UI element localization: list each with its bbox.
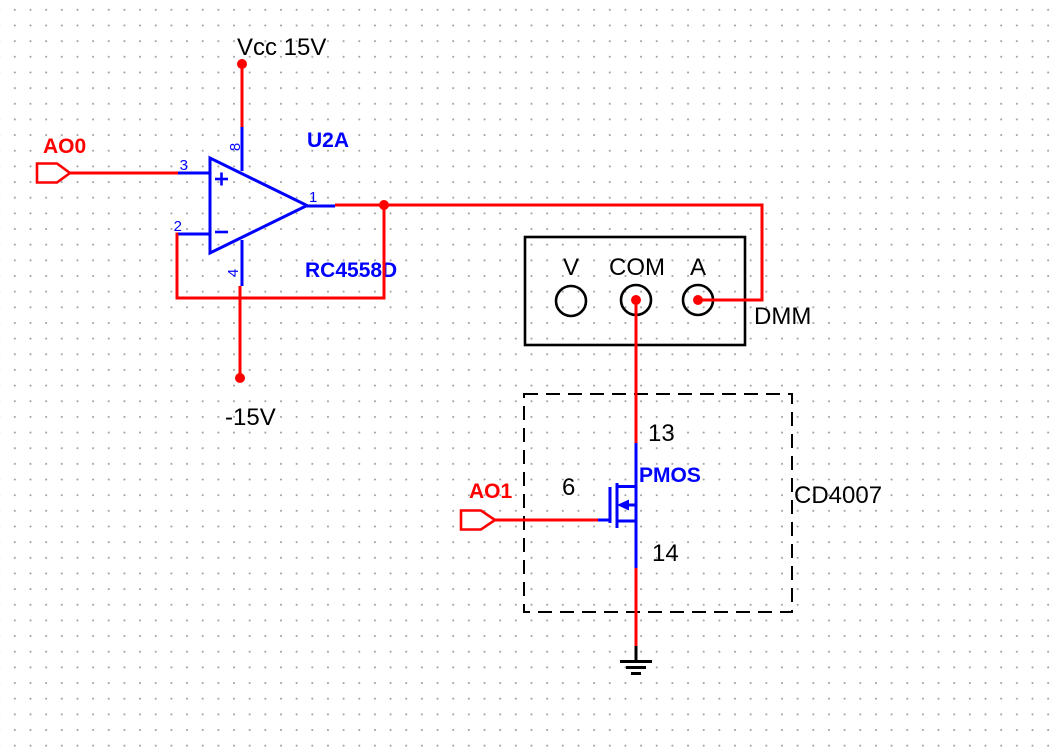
ammeter-terminal-dot — [693, 295, 703, 305]
connector-ao1[interactable]: AO1 — [459, 480, 513, 531]
wires — [70, 64, 764, 646]
opamp-u2a[interactable]: 3 2 1 8 4 U2A RC4558D — [174, 127, 398, 286]
cd4007-dashed-box — [523, 393, 793, 613]
opamp-pin3-number: 3 — [180, 157, 188, 174]
pmos-gate-pin-number: 6 — [562, 474, 575, 501]
dmm-terminal-amps-label: A — [690, 254, 706, 281]
pmos-transistor[interactable]: PMOS — [598, 443, 701, 568]
vee-rail-label: -15V — [225, 404, 276, 431]
dmm-instrument[interactable]: V COM A DMM — [523, 235, 811, 347]
opamp-triangle[interactable] — [208, 155, 311, 256]
connector-ao1-arrow-icon[interactable] — [459, 509, 498, 531]
wire-output-to-ammeter[interactable] — [335, 203, 764, 302]
connector-ao0-arrow-icon[interactable] — [35, 162, 73, 184]
vcc-rail-label: Vcc 15V — [237, 34, 326, 61]
vee-terminal-dot — [235, 373, 245, 383]
common-terminal-dot — [631, 295, 641, 305]
pmos-bulk-arrow-icon — [617, 499, 629, 511]
pmos-device-label: PMOS — [639, 464, 701, 487]
connector-ao0-label: AO0 — [43, 135, 86, 158]
pmos-source-pin-number: 14 — [652, 540, 679, 567]
dmm-instrument-label: DMM — [754, 303, 811, 330]
junctions — [235, 59, 703, 383]
output-junction-dot — [379, 200, 389, 210]
dmm-terminal-common-label: COM — [609, 254, 665, 281]
pmos-drain-pin-number: 13 — [648, 420, 675, 447]
dmm-terminal-volts[interactable] — [554, 284, 588, 318]
ground-symbol[interactable] — [620, 646, 652, 675]
connector-ao0[interactable]: AO0 — [35, 135, 86, 184]
dmm-terminal-volts-label: V — [563, 254, 579, 281]
connector-ao1-label: AO1 — [469, 480, 513, 503]
opamp-pin2-number: 2 — [174, 218, 182, 235]
opamp-pin1-number: 1 — [309, 189, 317, 206]
plus-icon — [215, 172, 228, 186]
opamp-pin4-number: 4 — [225, 269, 242, 277]
vcc-terminal-dot — [237, 59, 247, 69]
wire-feedback-loop[interactable] — [175, 205, 386, 300]
cd4007-part-label: CD4007 — [794, 482, 882, 509]
opamp-pin8-number: 8 — [227, 143, 244, 151]
opamp-designator-label: U2A — [307, 129, 349, 152]
opamp-part-number-label: RC4558D — [305, 259, 397, 282]
cd4007-boundary: CD4007 13 6 14 — [523, 393, 882, 613]
